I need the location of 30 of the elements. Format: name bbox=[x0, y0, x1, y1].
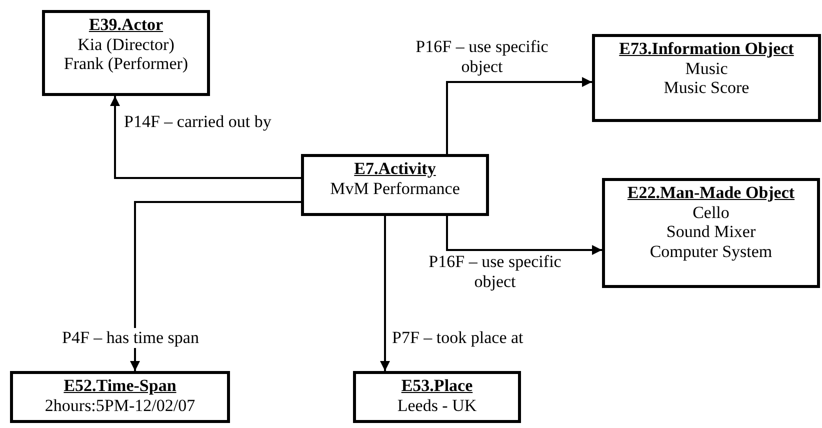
entity-value: Computer System bbox=[648, 242, 774, 262]
arrow bbox=[130, 201, 301, 371]
entity-value: Music Score bbox=[662, 78, 750, 98]
arrow bbox=[446, 216, 602, 255]
entity-box bbox=[353, 371, 521, 423]
entity-title: E39.Actor bbox=[88, 15, 164, 35]
entity-value: Sound Mixer bbox=[665, 222, 757, 242]
entity-title: E73.Information Object bbox=[618, 39, 795, 59]
entity-title: E7.Activity bbox=[353, 159, 437, 179]
entity-title: E52.Time-Span bbox=[62, 376, 178, 396]
entity-box bbox=[301, 154, 489, 216]
entity-value: Kia (Director) bbox=[76, 34, 176, 54]
edge-label: P4F – has time span bbox=[60, 328, 201, 348]
entity-box bbox=[592, 34, 821, 122]
arrow bbox=[380, 216, 390, 371]
entity-value: Cello bbox=[692, 202, 730, 222]
arrow bbox=[446, 77, 592, 154]
arrow bbox=[110, 96, 301, 179]
entity-value: MvM Performance bbox=[329, 178, 461, 198]
entity-box bbox=[602, 178, 820, 288]
entity-box bbox=[42, 10, 210, 96]
entity-title: E22.Man-Made Object bbox=[626, 183, 796, 203]
entity-title: E53.Place bbox=[400, 376, 474, 396]
edge-label: P14F – carried out by bbox=[122, 112, 274, 132]
entity-box bbox=[10, 371, 230, 423]
entity-value: 2hours:5PM-12/02/07 bbox=[44, 396, 196, 416]
entity-value: Frank (Performer) bbox=[62, 54, 190, 74]
entity-value: Leeds - UK bbox=[396, 396, 478, 416]
edge-label: P7F – took place at bbox=[390, 328, 526, 348]
entity-value: Music bbox=[684, 58, 729, 78]
